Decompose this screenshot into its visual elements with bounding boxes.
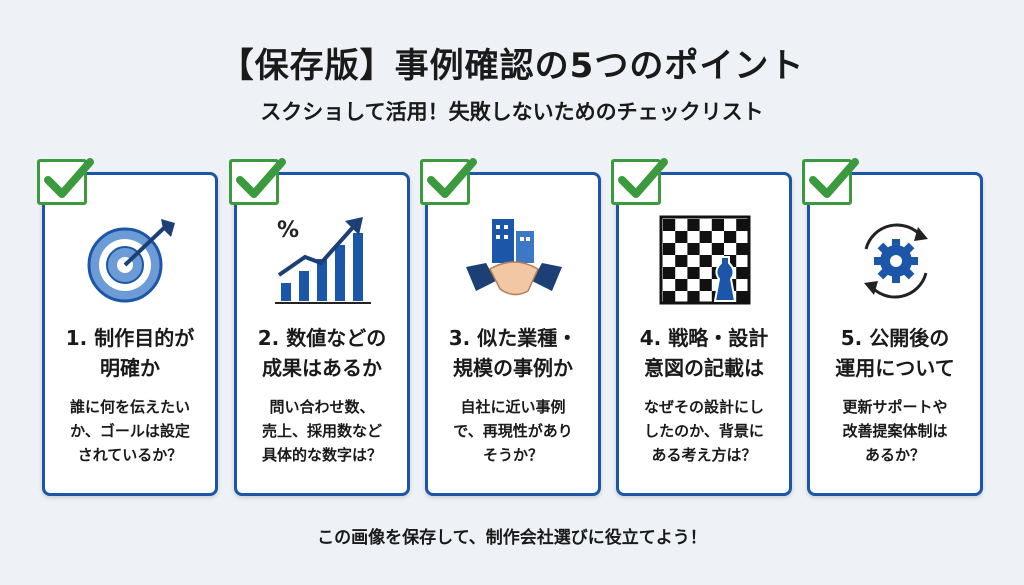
card-heading-line: 意図の記載は [644,356,764,380]
card-description-line: そうか？ [482,446,543,464]
card-description-line: ある考え方は？ [651,446,757,464]
card-heading-line: 2. 数値などの [257,326,387,350]
checkmark-icon [229,158,286,205]
card-description-line: あるか？ [864,446,925,464]
card-heading-line: 5. 公開後の [840,326,950,350]
card-heading-line: 運用について [835,356,955,380]
card-heading-line: 規模の事例か [453,356,573,380]
checkmark-icon [802,158,859,205]
card-heading-line: 4. 戦略・設計 [639,326,769,350]
card-heading: 1. 制作目的が明確か [45,323,215,383]
card-description-line: 改善提案体制は [842,422,948,440]
footer-text: この画像を保存して、制作会社選びに役立てよう！ [317,528,707,548]
card-description: 自社に近い事例で、再現性がありそうか？ [434,395,592,467]
card-description-line: 売上、採用数など [261,422,382,440]
card-heading: 5. 公開後の運用について [810,323,980,383]
growth-chart-icon: % [275,215,371,305]
card-description-line: 自社に近い事例 [460,398,566,416]
card-heading-line: 3. 似た業種・ [448,326,578,350]
page-title: 【保存版】事例確認の5つのポイント [219,46,805,86]
card-description-line: 更新サポートや [842,398,948,416]
checklist-card: % 2. 数値などの成果はあるか 問い合わせ数、売上、採用数など具体的な数字は？ [229,158,410,496]
gear-cycle-icon [848,215,944,305]
checklist-card: 4. 戦略・設計意図の記載は なぜその設計にししたのか、背景にある考え方は？ [611,158,792,496]
card-description-line: なぜその設計にし [643,398,764,416]
svg-text:%: % [277,218,299,243]
card-description-line: で、再現性があり [453,422,573,440]
card-description-line: か、ゴールは設定 [70,422,190,440]
card-description-line: 具体的な数字は？ [261,446,382,464]
card-description-line: 問い合わせ数、 [269,398,375,416]
card-description-line: 誰に何を伝えたい [69,398,190,416]
checklist-card: 1. 制作目的が明確か 誰に何を伝えたいか、ゴールは設定されているか？ [37,158,218,496]
card-description: 誰に何を伝えたいか、ゴールは設定されているか？ [51,395,209,467]
card-description-line: したのか、背景に [644,422,764,440]
handshake-icon [466,215,562,305]
card-heading: 3. 似た業種・規模の事例か [428,323,598,383]
card-heading-line: 成果はあるか [262,356,382,380]
card-description: 問い合わせ数、売上、採用数など具体的な数字は？ [243,395,401,467]
card-description: 更新サポートや改善提案体制はあるか？ [816,395,974,467]
checklist-card: 5. 公開後の運用について 更新サポートや改善提案体制はあるか？ [802,158,983,496]
card-description-line: されているか？ [77,446,183,464]
card-heading-line: 1. 制作目的が [65,326,195,350]
card-heading: 2. 数値などの成果はあるか [237,323,407,383]
chess-icon [657,215,753,305]
page-subtitle: スクショして活用！失敗しないためのチェックリスト [260,100,764,124]
checkmark-icon [420,158,477,205]
card-heading: 4. 戦略・設計意図の記載は [619,323,789,383]
checklist-card: 3. 似た業種・規模の事例か 自社に近い事例で、再現性がありそうか？ [420,158,601,496]
checkmark-icon [611,158,668,205]
checkmark-icon [37,158,94,205]
card-heading-line: 明確か [100,356,160,380]
target-icon [83,215,179,305]
card-description: なぜその設計にししたのか、背景にある考え方は？ [625,395,783,467]
